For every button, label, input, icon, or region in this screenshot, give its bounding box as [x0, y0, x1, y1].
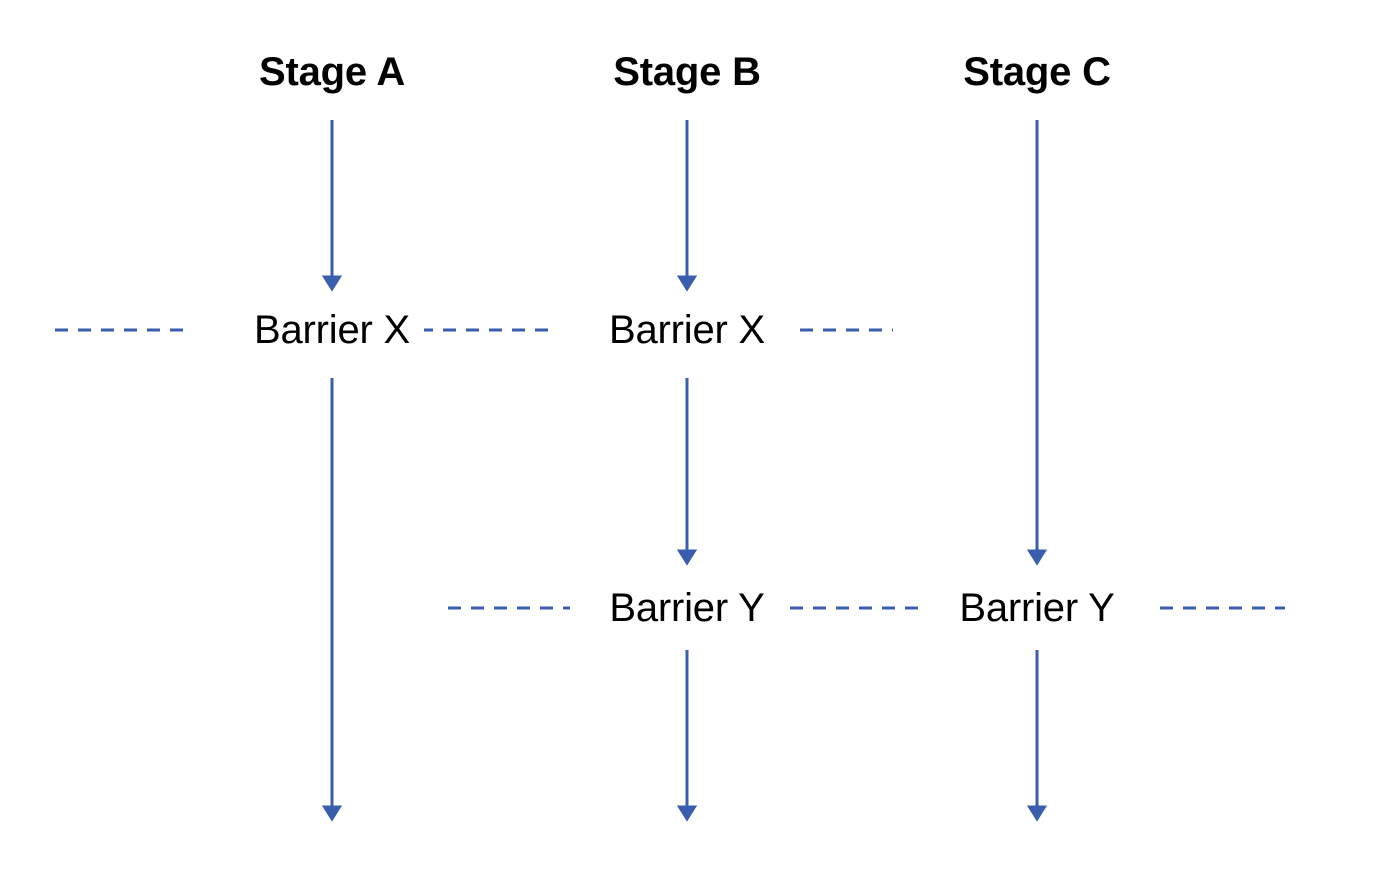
stage-header-b: Stage B: [613, 50, 761, 94]
node-c-barrier-y: Barrier Y: [945, 588, 1129, 628]
node-b-barrier-y: Barrier Y: [595, 588, 779, 628]
dashed-link-layer: [55, 328, 1285, 610]
stage-header-c: Stage C: [963, 50, 1111, 94]
arrow-layer: [321, 120, 1048, 822]
node-a-barrier-x: Barrier X: [239, 310, 425, 350]
node-b-barrier-x: Barrier X: [594, 310, 780, 350]
stage-header-a: Stage A: [258, 50, 406, 94]
